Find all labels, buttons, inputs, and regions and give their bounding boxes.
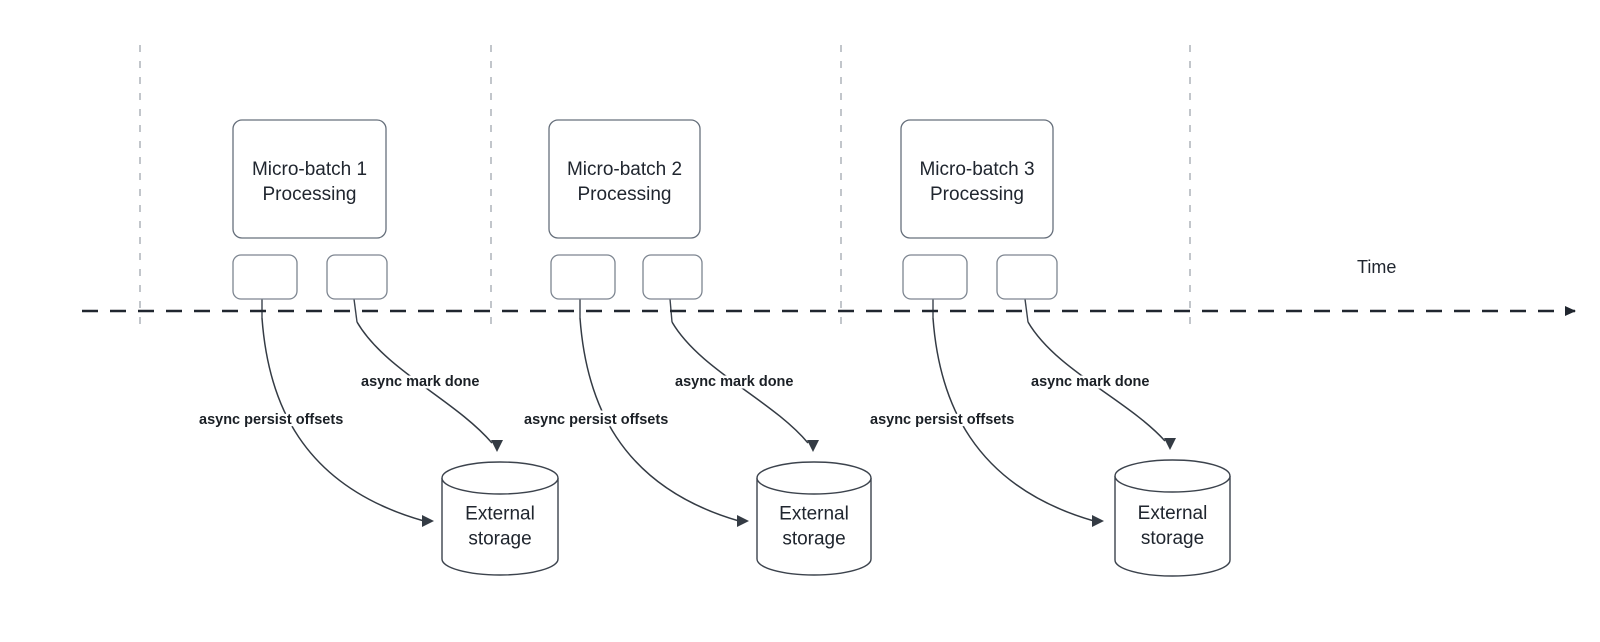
persist-3-label: async persist offsets	[870, 412, 1014, 428]
persist-3-halo: async persist offsets	[870, 412, 1014, 428]
markdone-curve-2	[671, 321, 809, 444]
micro-batch-label-line1-1: Micro-batch 1	[252, 159, 367, 180]
external-storage-cylinder-body-1[interactable]	[441, 478, 559, 576]
external-storage-label-line2-2: storage	[782, 529, 845, 550]
markdone-curve-3	[1027, 321, 1166, 442]
time-axis-label: Time	[1357, 257, 1396, 277]
persist-curve-1-arrowhead	[422, 515, 434, 527]
markdone-2-label: async mark done	[675, 374, 793, 390]
external-storage-label-line1-1: External	[465, 504, 535, 525]
micro-batch-label-line2-2: Processing	[578, 184, 672, 205]
markdone-2-halo: async mark done	[675, 374, 793, 390]
persist-curve-1	[261, 317, 425, 522]
task-box-3-2[interactable]	[996, 254, 1058, 300]
persist-2-label: async persist offsets	[524, 412, 668, 428]
external-storage-cylinder-top-3[interactable]	[1114, 459, 1231, 493]
persist-2-halo: async persist offsets	[524, 412, 668, 428]
persist-curve-3-arrowhead	[1092, 515, 1104, 527]
task-box-1-1[interactable]	[232, 254, 298, 300]
persist-curve-2-arrowhead	[737, 515, 749, 527]
micro-batch-label-line2-1: Processing	[263, 184, 357, 205]
micro-batch-label-line1-2: Micro-batch 2	[567, 159, 682, 180]
markdone-3-halo: async mark done	[1031, 374, 1149, 390]
persist-1-halo: async persist offsets	[199, 412, 343, 428]
micro-batch-label-line2-3: Processing	[930, 184, 1024, 205]
stem-1-2	[353, 298, 358, 323]
micro-batch-box-2[interactable]	[548, 119, 701, 239]
external-storage-label-line2-1: storage	[468, 529, 531, 550]
micro-batch-box-1[interactable]	[232, 119, 387, 239]
markdone-3-label: async mark done	[1031, 374, 1149, 390]
micro-batch-label-line1-3: Micro-batch 3	[919, 159, 1034, 180]
flow-curve-group	[261, 317, 1176, 527]
persist-curve-2	[579, 317, 740, 522]
task-box-2-1[interactable]	[550, 254, 616, 300]
markdone-curve-2-arrowhead	[807, 440, 819, 452]
markdone-1-label: async mark done	[361, 374, 479, 390]
edge-label-group: async persist offsets async persist offse…	[197, 372, 1152, 431]
external-storage-cylinder-body-3[interactable]	[1114, 476, 1231, 577]
task-box-3-1[interactable]	[902, 254, 968, 300]
external-storage-cylinder-top-2[interactable]	[756, 461, 872, 495]
markdone-curve-1	[356, 321, 493, 444]
persist-1-label: async persist offsets	[199, 412, 343, 428]
external-storage-cylinder-top-1[interactable]	[441, 461, 559, 495]
stem-3-2	[1024, 298, 1029, 323]
external-storage-cylinder-body-2[interactable]	[756, 478, 872, 576]
micro-batch-box-3[interactable]	[900, 119, 1054, 239]
markdone-curve-1-arrowhead	[491, 440, 503, 452]
task-box-1-2[interactable]	[326, 254, 388, 300]
external-storage-label-line1-2: External	[779, 504, 849, 525]
connector-stem-group	[261, 298, 1029, 323]
axis-label-group: Time	[1357, 257, 1396, 277]
persist-curve-3	[932, 317, 1095, 522]
markdone-curve-3-arrowhead	[1164, 438, 1176, 450]
external-storage-label-line2-3: storage	[1141, 528, 1204, 549]
task-box-2-2[interactable]	[642, 254, 703, 300]
external-storage-label-line1-3: External	[1138, 503, 1208, 524]
markdone-1-halo: async mark done	[361, 374, 479, 390]
